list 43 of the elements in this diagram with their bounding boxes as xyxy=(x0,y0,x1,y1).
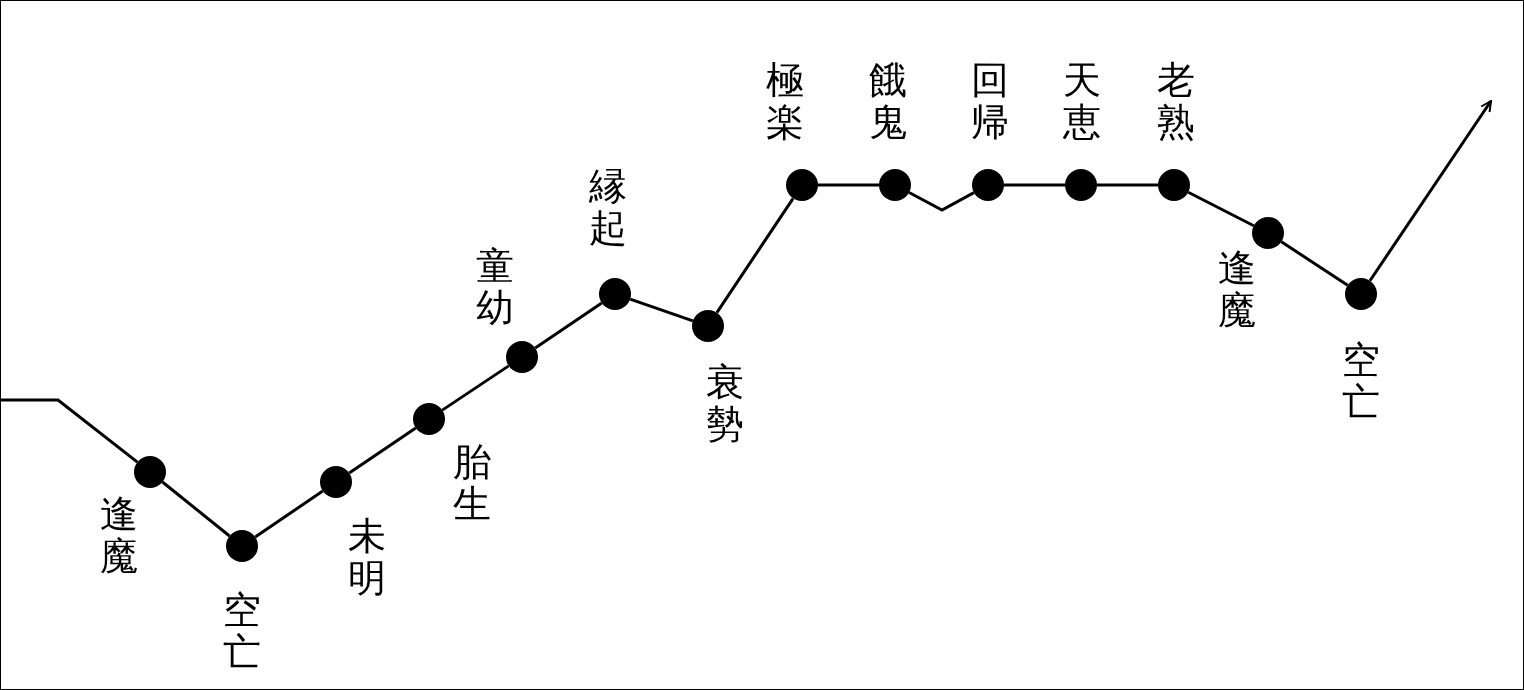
dot xyxy=(320,466,352,498)
dot xyxy=(1158,169,1190,201)
dot-label: 衰勢 xyxy=(705,361,745,445)
connector-line xyxy=(1280,240,1349,287)
dot-label: 胎生 xyxy=(452,441,492,525)
dot xyxy=(692,310,724,342)
dot-label: 未明 xyxy=(347,515,387,599)
dot-label: 逢魔 xyxy=(1217,247,1257,331)
arrow xyxy=(1368,100,1493,282)
connector-line xyxy=(1004,183,1065,187)
dot-label: 餓鬼 xyxy=(868,59,908,143)
dot xyxy=(1345,278,1377,310)
dot xyxy=(134,456,166,488)
dot xyxy=(1065,169,1097,201)
dot-label: 回帰 xyxy=(970,59,1010,143)
connector-line xyxy=(441,364,510,412)
connector-line xyxy=(534,301,603,350)
connector-line xyxy=(254,489,324,539)
connector-line xyxy=(1097,183,1158,187)
connector-line xyxy=(348,426,417,475)
connector-line xyxy=(1,398,139,464)
dot xyxy=(972,169,1004,201)
dot xyxy=(879,169,911,201)
connector-line xyxy=(1187,190,1255,228)
connector-line xyxy=(715,197,795,314)
dot xyxy=(1252,217,1284,249)
dot-label: 逢魔 xyxy=(99,493,139,577)
connector-line xyxy=(908,191,975,212)
dot xyxy=(413,403,445,435)
connector-line xyxy=(629,297,694,323)
connector-line xyxy=(818,183,879,187)
dot-label: 空亡 xyxy=(1341,339,1381,423)
connector-line xyxy=(161,480,231,538)
dot-label: 縁起 xyxy=(588,165,628,249)
dot-label: 極楽 xyxy=(765,59,805,143)
dot-label: 天恵 xyxy=(1062,59,1102,143)
dot xyxy=(226,530,258,562)
dot xyxy=(786,169,818,201)
dot-label: 老熟 xyxy=(1156,59,1196,143)
dot xyxy=(506,341,538,373)
dot-label: 空亡 xyxy=(222,589,262,673)
dot-label: 童幼 xyxy=(475,245,515,329)
dot xyxy=(599,278,631,310)
